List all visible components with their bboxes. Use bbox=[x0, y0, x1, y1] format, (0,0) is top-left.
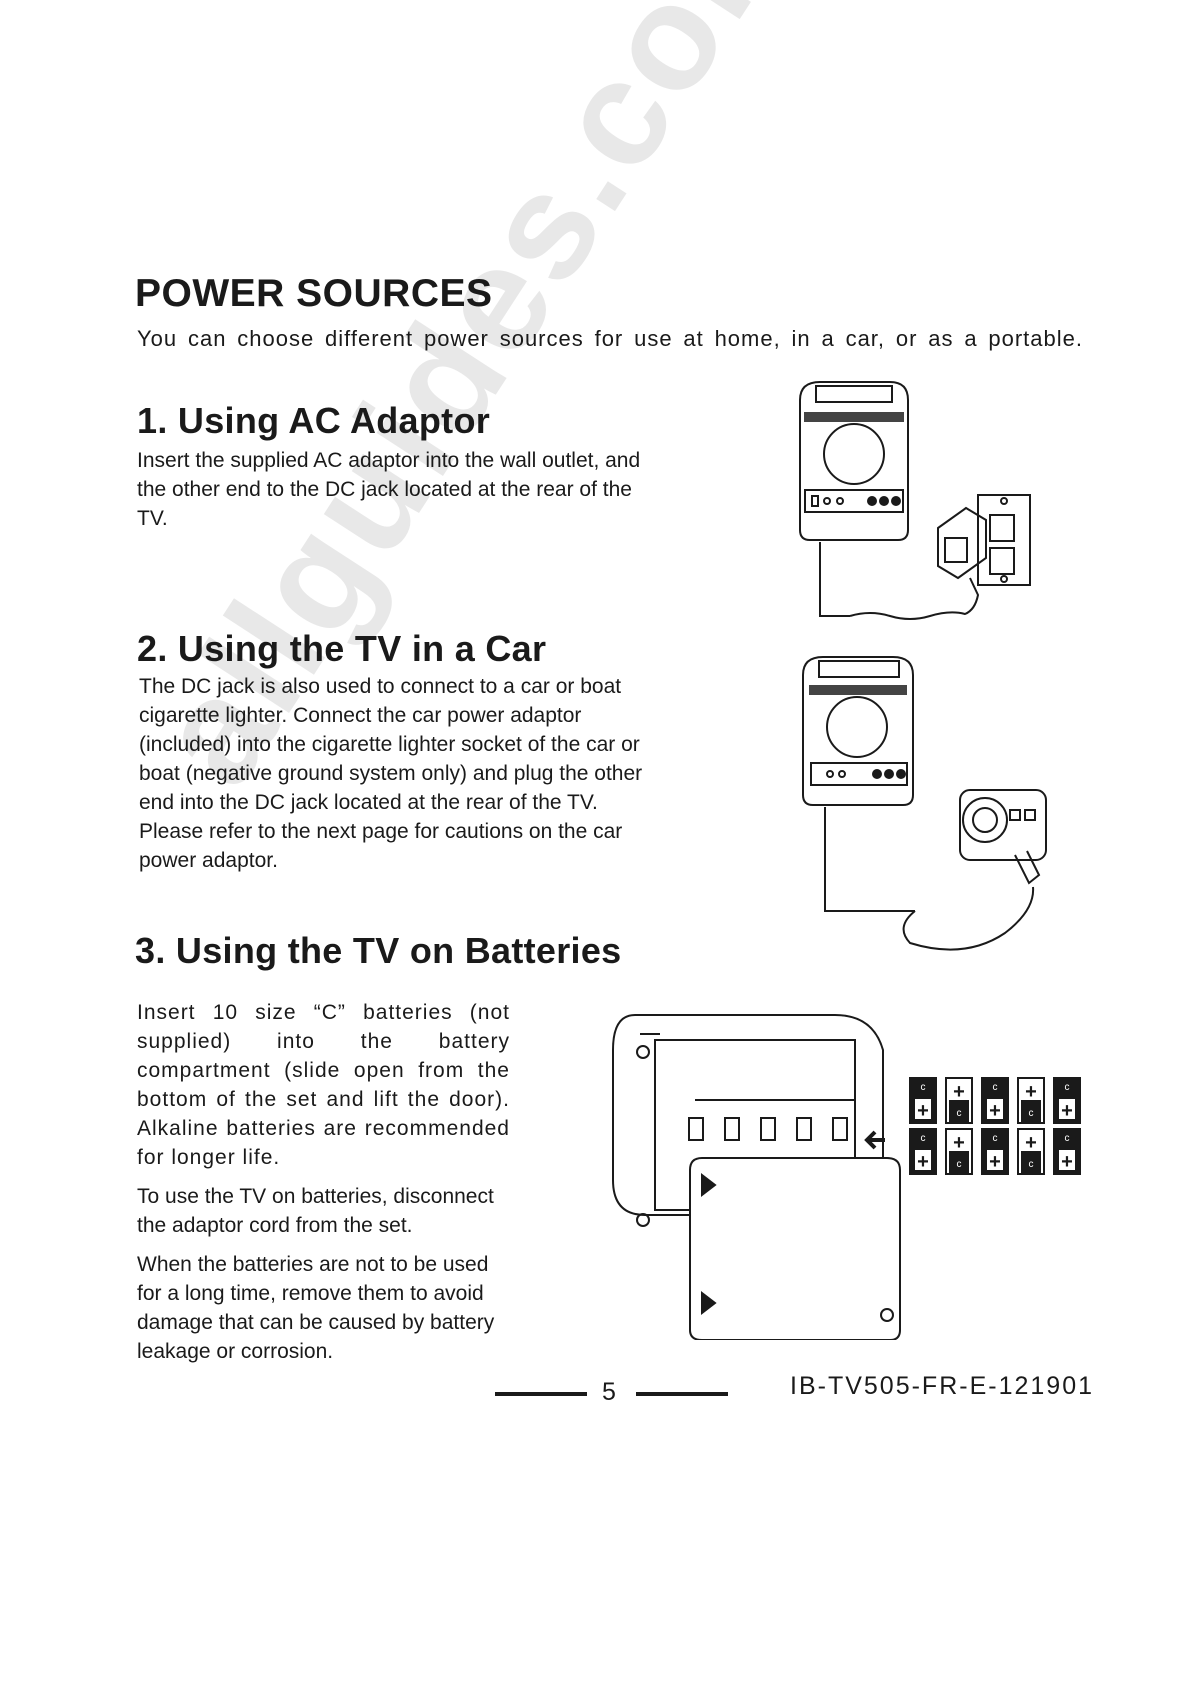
battery-plus-symbol: + bbox=[1025, 1132, 1037, 1154]
section-3-heading: 3. Using the TV on Batteries bbox=[135, 930, 622, 971]
battery-minus-symbol: c bbox=[1065, 1082, 1070, 1093]
battery-minus-symbol: c bbox=[957, 1159, 962, 1170]
footer-rule-right bbox=[636, 1392, 728, 1396]
battery-minus-symbol: c bbox=[993, 1082, 998, 1093]
battery-minus-symbol: c bbox=[1029, 1159, 1034, 1170]
car-adaptor-illustration bbox=[802, 656, 1047, 951]
battery-plus-symbol: + bbox=[1061, 1151, 1073, 1173]
section-2-heading: 2. Using the TV in a Car bbox=[137, 628, 547, 669]
battery-minus-symbol: c bbox=[957, 1108, 962, 1119]
battery-plus-symbol: + bbox=[1025, 1081, 1037, 1103]
battery-plus-symbol: + bbox=[917, 1100, 929, 1122]
section-3-text-2: To use the TV on batteries, disconnect t… bbox=[137, 1185, 494, 1237]
section-1-text: Insert the supplied AC adaptor into the … bbox=[137, 449, 641, 530]
battery-plus-symbol: + bbox=[953, 1081, 965, 1103]
section-3-text-1: Insert 10 size “C” batteries (not suppli… bbox=[137, 1001, 510, 1169]
footer-rule-left bbox=[495, 1392, 587, 1396]
document-code: IB-TV505-FR-E-121901 bbox=[790, 1372, 1095, 1400]
battery-minus-symbol: c bbox=[921, 1082, 926, 1093]
battery-plus-symbol: + bbox=[953, 1132, 965, 1154]
battery-plus-symbol: + bbox=[989, 1100, 1001, 1122]
battery-minus-symbol: c bbox=[921, 1133, 926, 1144]
battery-minus-symbol: c bbox=[993, 1133, 998, 1144]
ac-adaptor-illustration bbox=[799, 381, 1031, 620]
battery-minus-symbol: c bbox=[1029, 1108, 1034, 1119]
section-3-text-3: When the batteries are not to be used fo… bbox=[137, 1253, 495, 1363]
intro-text: You can choose different power sources f… bbox=[137, 326, 1083, 351]
batteries-illustration: + + + + + + + + + + c c c c c c c c c c bbox=[909, 1077, 1081, 1175]
battery-compartment-illustration bbox=[612, 1014, 901, 1340]
section-1-heading: 1. Using AC Adaptor bbox=[137, 400, 491, 441]
battery-minus-symbol: c bbox=[1065, 1133, 1070, 1144]
page-number: 5 bbox=[602, 1378, 616, 1406]
battery-plus-symbol: + bbox=[917, 1151, 929, 1173]
battery-plus-symbol: + bbox=[989, 1151, 1001, 1173]
page-title: POWER SOURCES bbox=[135, 272, 493, 315]
battery-plus-symbol: + bbox=[1061, 1100, 1073, 1122]
section-2-text: The DC jack is also used to connect to a… bbox=[139, 675, 643, 872]
